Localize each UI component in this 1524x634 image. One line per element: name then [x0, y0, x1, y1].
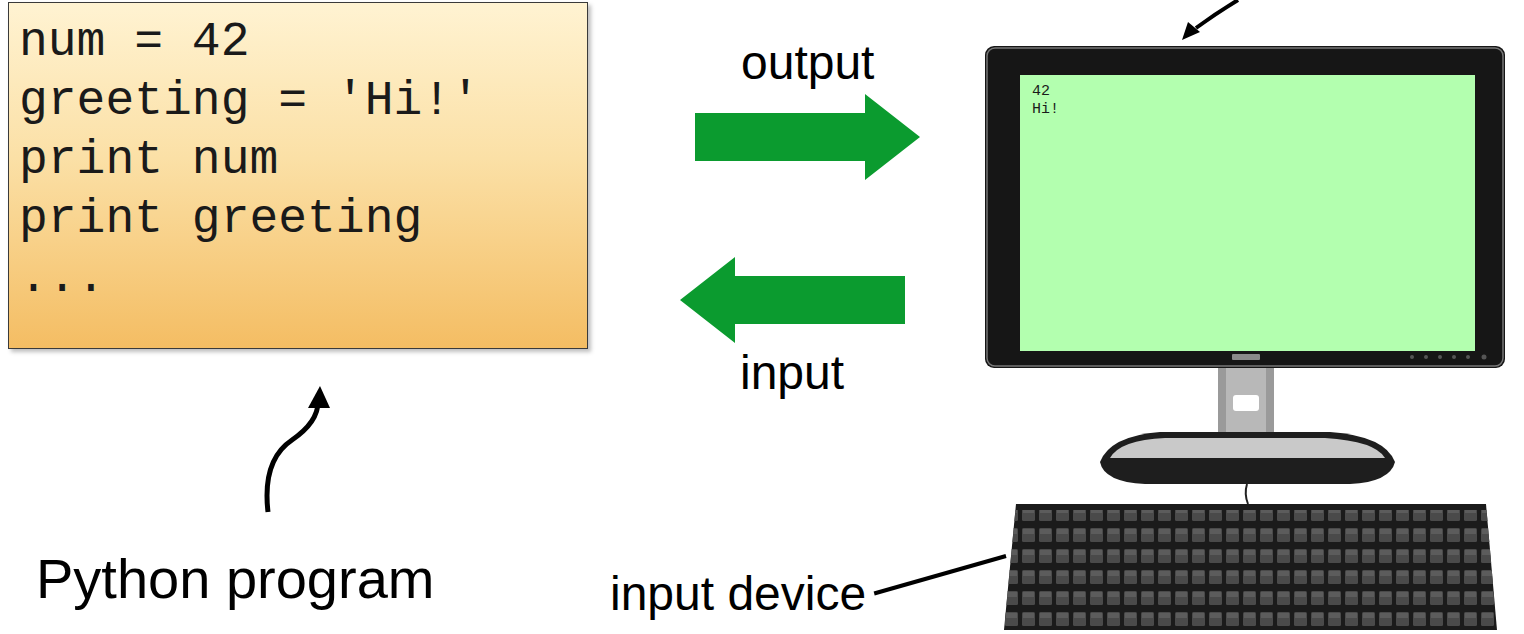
edge-label: input — [740, 345, 844, 400]
monitor-buttons — [1410, 355, 1487, 360]
program-label: Python program — [36, 546, 434, 611]
code-line: print num — [19, 131, 577, 190]
edge-label: output — [741, 35, 874, 90]
callout-arrow — [1182, 0, 1238, 40]
code-line: greeting = 'Hi!' — [19, 72, 577, 131]
keyboard — [1000, 484, 1500, 630]
code-line: print greeting — [19, 190, 577, 249]
block-arrow — [680, 257, 905, 343]
monitor-neck — [1218, 368, 1274, 438]
block-arrow — [695, 94, 920, 180]
keyboard-cable — [1246, 484, 1248, 504]
monitor-base-top — [1110, 438, 1385, 458]
keyboard-keys — [1000, 510, 1500, 628]
code-line: num = 42 — [19, 13, 577, 72]
code-box: num = 42greeting = 'Hi!'print numprint g… — [8, 2, 588, 349]
program-pointer — [267, 386, 330, 512]
screen-line: 42 — [1032, 83, 1463, 101]
monitor-screen: 42Hi! — [1020, 75, 1475, 351]
bezel-edge — [987, 48, 1503, 366]
leader-line — [874, 556, 1006, 594]
brand-logo — [1232, 354, 1260, 360]
device-label: input device — [610, 566, 866, 621]
code-line: ... — [19, 249, 577, 308]
monitor-neck-face — [1226, 368, 1266, 438]
screen-line: Hi! — [1032, 101, 1463, 119]
monitor-base — [1100, 432, 1395, 484]
monitor — [985, 46, 1505, 484]
neck-slot — [1233, 395, 1259, 411]
monitor-bezel — [985, 46, 1505, 368]
